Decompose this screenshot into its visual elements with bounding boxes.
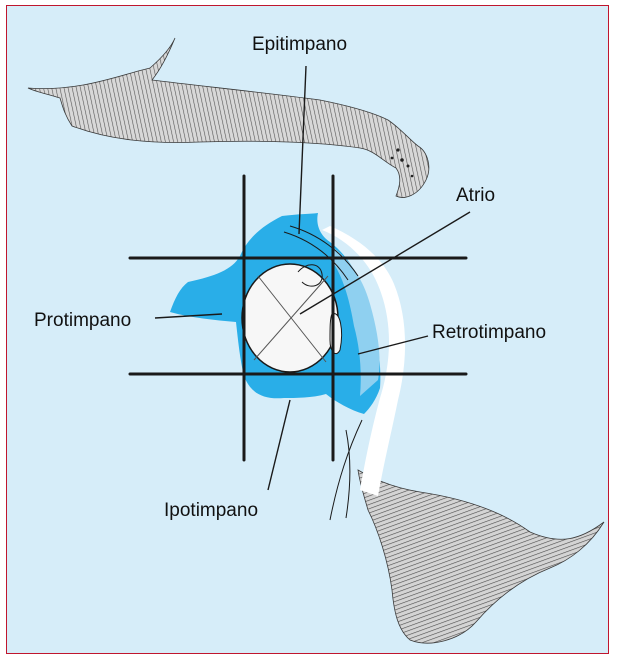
label-protimpano: Protimpano [34, 310, 131, 331]
label-atrio: Atrio [456, 185, 495, 206]
label-ipotimpano: Ipotimpano [164, 500, 258, 521]
label-retrotimpano: Retrotimpano [432, 322, 546, 343]
lower-bone-sketch [358, 470, 604, 643]
epitimpano-leader [299, 66, 306, 234]
tegmen-bone-sketch [28, 38, 429, 197]
ipotimpano-leader [268, 400, 290, 490]
label-epitimpano: Epitimpano [252, 34, 347, 55]
